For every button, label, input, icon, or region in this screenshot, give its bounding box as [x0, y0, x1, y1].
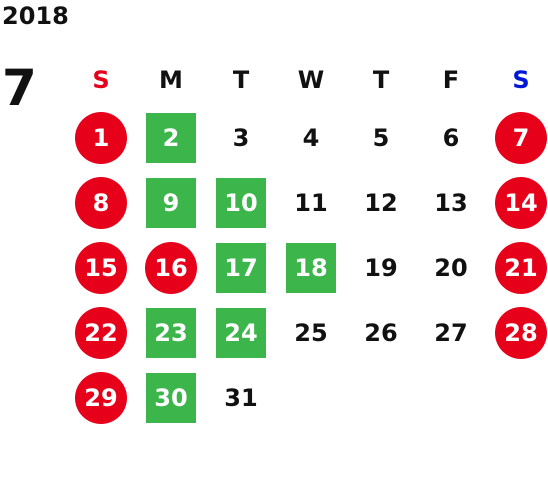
day-cell: 14	[486, 170, 548, 235]
day-cell: 29	[66, 365, 136, 430]
day-cell: 22	[66, 300, 136, 365]
highlighted-day: 24	[216, 307, 266, 358]
weekday-header-sunday: S	[92, 66, 110, 94]
day-cell: 10	[206, 170, 276, 235]
weekday-header-saturday: S	[512, 66, 530, 94]
weekday-header-tuesday: T	[232, 66, 250, 94]
day-cell: 2	[136, 105, 206, 170]
day-cell	[416, 365, 486, 430]
weekday-header-thursday: T	[372, 66, 390, 94]
day-cell: 21	[486, 235, 548, 300]
highlighted-day: 30	[146, 372, 196, 423]
day-cell: 9	[136, 170, 206, 235]
day-cell: 3	[206, 105, 276, 170]
weekday-header-monday: M	[159, 66, 183, 94]
day-cell: 18	[276, 235, 346, 300]
day-cell: 24	[206, 300, 276, 365]
day-cell: 8	[66, 170, 136, 235]
day-cell: 28	[486, 300, 548, 365]
calendar-day: 26	[364, 318, 398, 347]
calendar-day: 20	[434, 253, 468, 282]
day-cell: 7	[486, 105, 548, 170]
holiday-day: 22	[75, 306, 127, 359]
highlighted-day: 18	[286, 242, 336, 293]
day-cell: 20	[416, 235, 486, 300]
calendar-day: 3	[232, 123, 250, 152]
calendar-day: 27	[434, 318, 468, 347]
weekday-header-friday: F	[442, 66, 460, 94]
year-label: 2018	[2, 2, 69, 30]
day-cell	[486, 365, 548, 430]
day-cell: 17	[206, 235, 276, 300]
holiday-day: 7	[495, 111, 547, 164]
holiday-day: 1	[75, 111, 127, 164]
calendar-day: 12	[364, 188, 398, 217]
calendar-day: 6	[442, 123, 460, 152]
calendar-day: 5	[372, 123, 390, 152]
month-label: 7	[2, 59, 37, 117]
weekday-header-wednesday: W	[297, 66, 325, 94]
day-cell: 1	[66, 105, 136, 170]
calendar-day: 31	[224, 383, 258, 412]
highlighted-day: 17	[216, 242, 266, 293]
holiday-day: 8	[75, 176, 127, 229]
day-cell: 6	[416, 105, 486, 170]
calendar-day: 4	[302, 123, 320, 152]
day-cell: 30	[136, 365, 206, 430]
highlighted-day: 23	[146, 307, 196, 358]
day-cell: 12	[346, 170, 416, 235]
day-cell: 26	[346, 300, 416, 365]
day-cell	[346, 365, 416, 430]
highlighted-day: 9	[146, 177, 196, 228]
day-cell: 23	[136, 300, 206, 365]
day-cell: 16	[136, 235, 206, 300]
day-cell: 13	[416, 170, 486, 235]
day-cell: 5	[346, 105, 416, 170]
calendar-day: 13	[434, 188, 468, 217]
holiday-day: 28	[495, 306, 547, 359]
day-cell: 11	[276, 170, 346, 235]
holiday-day: 14	[495, 176, 547, 229]
highlighted-day: 10	[216, 177, 266, 228]
day-cell: 15	[66, 235, 136, 300]
holiday-day: 21	[495, 241, 547, 294]
calendar-day: 19	[364, 253, 398, 282]
day-cell: 19	[346, 235, 416, 300]
day-cell	[276, 365, 346, 430]
highlighted-day: 2	[146, 112, 196, 163]
calendar-day: 25	[294, 318, 328, 347]
holiday-day: 15	[75, 241, 127, 294]
calendar-day: 11	[294, 188, 328, 217]
day-cell: 4	[276, 105, 346, 170]
day-cell: 31	[206, 365, 276, 430]
day-cell: 27	[416, 300, 486, 365]
holiday-day: 29	[75, 371, 127, 424]
holiday-day: 16	[145, 241, 197, 294]
day-cell: 25	[276, 300, 346, 365]
